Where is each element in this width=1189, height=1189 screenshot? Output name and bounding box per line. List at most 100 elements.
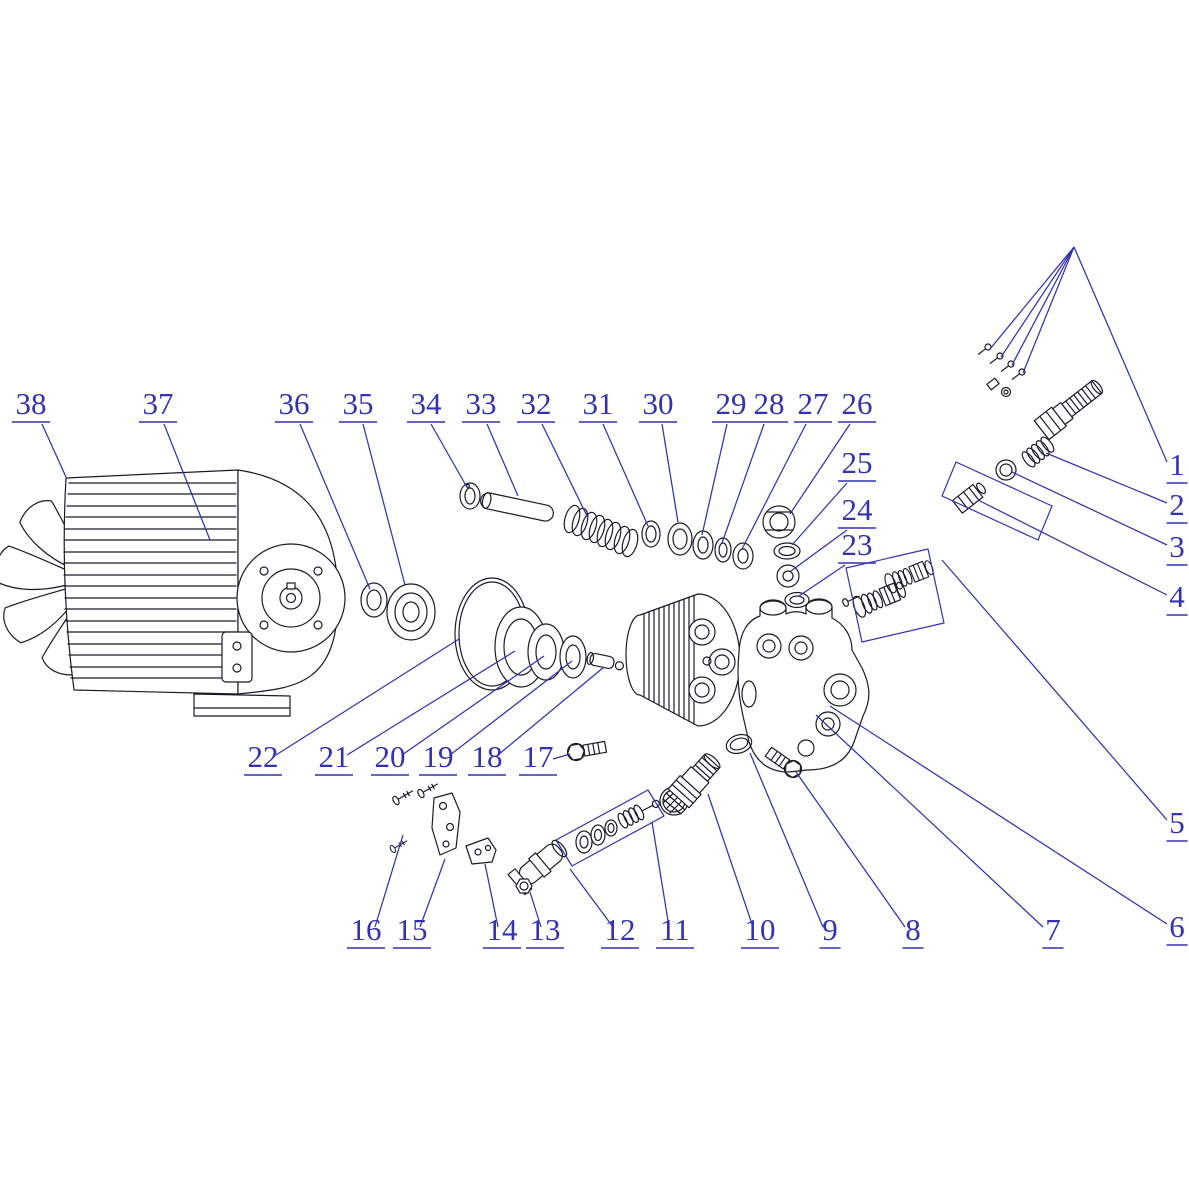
hex-bolt-17-drawing — [565, 737, 608, 763]
check-valve-group-drawing — [842, 548, 945, 643]
leader-line-2 — [1045, 452, 1168, 504]
part-number-8: 8 — [905, 912, 921, 947]
part-number-14: 14 — [487, 912, 519, 947]
leader-line-12 — [569, 868, 614, 928]
leader-line-30 — [661, 423, 679, 523]
leader-line-14 — [484, 863, 499, 928]
leader-line-17 — [552, 753, 571, 760]
part-number-29: 29 — [716, 386, 747, 421]
part-number-36: 36 — [279, 386, 310, 421]
part-number-3: 3 — [1169, 529, 1185, 564]
circlip-drawing — [459, 482, 481, 510]
leader-line-4 — [977, 499, 1168, 596]
part-number-19: 19 — [423, 739, 454, 774]
part-number-37: 37 — [143, 386, 174, 421]
part-number-31: 31 — [583, 386, 614, 421]
part-number-32: 32 — [521, 386, 552, 421]
crankcase-drawing — [625, 593, 741, 727]
leader-line-28 — [721, 423, 765, 544]
wobble-plate-drawing — [494, 606, 565, 688]
part-number-24: 24 — [842, 492, 874, 527]
leader-line-34 — [430, 423, 469, 490]
valve-plug-drawing — [776, 564, 810, 609]
leader-line-22 — [275, 638, 460, 756]
leader-line-19 — [449, 660, 573, 756]
leader-line-1-2 — [989, 246, 1075, 350]
leader-line-6 — [829, 705, 1168, 925]
part-number-10: 10 — [745, 912, 776, 947]
inlet-filter-drawing — [659, 753, 721, 816]
seal-stack-drawing — [641, 520, 754, 570]
leader-line-1-3 — [1000, 246, 1075, 358]
part-number-23: 23 — [842, 527, 873, 562]
leader-line-layer — [41, 246, 1168, 928]
part-number-27: 27 — [798, 386, 829, 421]
leader-line-15 — [419, 858, 446, 928]
part-number-22: 22 — [248, 739, 279, 774]
part-number-2: 2 — [1169, 487, 1185, 522]
leader-line-1-5 — [1022, 246, 1075, 374]
screws-drawing — [388, 779, 441, 854]
part-number-17: 17 — [523, 739, 554, 774]
leader-line-13 — [529, 891, 542, 928]
unloader-parts-drawing — [555, 789, 665, 867]
part-number-11: 11 — [660, 912, 690, 947]
part-number-13: 13 — [530, 912, 561, 947]
part-number-33: 33 — [466, 386, 497, 421]
part-number-35: 35 — [343, 386, 374, 421]
line-art-layer — [0, 343, 1104, 896]
leader-line-11 — [651, 821, 670, 928]
part-number-5: 5 — [1169, 805, 1185, 840]
leader-line-31 — [602, 423, 649, 527]
part-number-16: 16 — [351, 912, 382, 947]
bearing-washer-drawing — [360, 582, 388, 618]
pump-head-drawing — [737, 598, 870, 773]
oil-seal-drawing — [559, 635, 587, 679]
part-number-18: 18 — [472, 739, 503, 774]
leader-line-1-4 — [1011, 246, 1075, 366]
leader-line-21 — [346, 650, 516, 756]
leader-line-3 — [1011, 471, 1168, 546]
part-number-26: 26 — [842, 386, 873, 421]
oring-9-drawing — [725, 733, 753, 755]
leader-line-9 — [749, 752, 824, 928]
piston-pin-drawing — [586, 652, 624, 671]
part-number-15: 15 — [397, 912, 428, 947]
leader-line-20 — [401, 655, 545, 756]
part-number-38: 38 — [16, 386, 47, 421]
leader-line-16 — [374, 834, 404, 928]
outlet-elbow-drawing — [507, 839, 568, 896]
leader-line-23 — [798, 564, 846, 597]
outlet-fitting-kit-drawing — [941, 343, 1104, 541]
leader-line-24 — [790, 529, 848, 572]
part-number-20: 20 — [375, 739, 406, 774]
leader-line-32 — [541, 423, 589, 519]
ball-bearing-drawing — [386, 583, 436, 641]
leader-line-25 — [791, 482, 848, 546]
part-number-34: 34 — [411, 386, 443, 421]
leader-line-33 — [486, 423, 519, 497]
leader-line-26 — [789, 423, 851, 515]
leader-line-8 — [795, 771, 906, 928]
bracket-drawing — [431, 792, 461, 856]
pressure-spring-drawing — [563, 504, 639, 558]
part-number-1: 1 — [1169, 447, 1185, 482]
part-number-6: 6 — [1169, 909, 1185, 944]
part-number-30: 30 — [643, 386, 674, 421]
part-number-4: 4 — [1169, 579, 1185, 614]
part-number-21: 21 — [319, 739, 350, 774]
leader-line-5 — [941, 559, 1168, 821]
piston-rod-drawing — [480, 492, 554, 522]
leader-line-10 — [707, 793, 754, 928]
leader-line-27 — [741, 423, 807, 550]
part-number-25: 25 — [842, 445, 873, 480]
leader-line-38 — [41, 423, 67, 478]
cap-plug-drawing — [762, 505, 801, 560]
leader-line-7 — [815, 714, 1044, 928]
part-number-7: 7 — [1045, 912, 1061, 947]
leader-line-29 — [701, 423, 728, 536]
leader-line-37 — [163, 423, 211, 541]
part-number-28: 28 — [754, 386, 785, 421]
